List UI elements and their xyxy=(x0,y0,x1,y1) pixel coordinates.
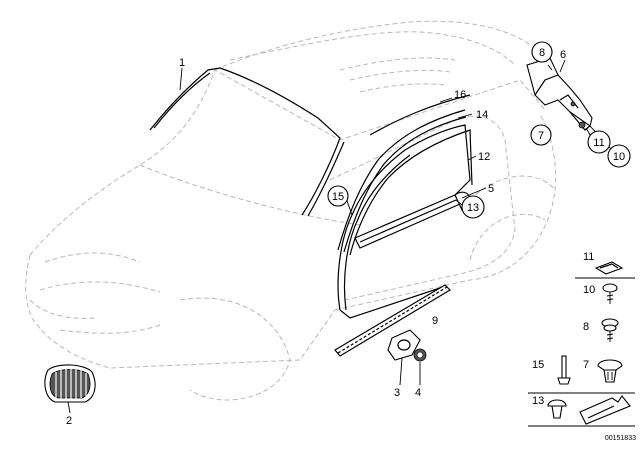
legend-push-clip-icon xyxy=(547,399,567,407)
callout-8: 8 xyxy=(539,47,545,59)
callout-10: 10 xyxy=(613,151,625,163)
part-grommet xyxy=(387,329,427,362)
callout-5: 5 xyxy=(488,183,494,195)
callout-13-circle xyxy=(461,195,485,219)
circled-callouts: 8 7 11 10 15 13 xyxy=(327,41,631,219)
callout-3: 3 xyxy=(394,387,400,399)
callout-labels: 1 2 3 4 5 6 9 12 14 16 xyxy=(66,49,566,427)
callout-4: 4 xyxy=(415,387,421,399)
legend-pin-icon xyxy=(561,355,567,379)
callout-10-circle xyxy=(607,144,631,168)
callout-7: 7 xyxy=(538,130,544,142)
legend-expansion-rivet-icon xyxy=(597,359,623,371)
part-fender-bracket xyxy=(526,57,593,131)
callout-11: 11 xyxy=(593,137,604,149)
legend-screw-icon xyxy=(602,283,618,293)
part-kidney-grille xyxy=(44,364,96,403)
callout-1: 1 xyxy=(179,57,185,69)
legend-label-15: 15 xyxy=(532,359,544,371)
leader-lines xyxy=(67,59,613,414)
legend-label-7: 7 xyxy=(583,359,589,371)
diagram-id: 00151833 xyxy=(605,435,636,442)
callout-9: 9 xyxy=(432,315,438,327)
callout-11-circle xyxy=(587,130,611,154)
fastener-legend: 11 10 8 15 7 13 xyxy=(528,251,635,427)
callout-12: 12 xyxy=(478,151,490,163)
legend-clip-nut-icon xyxy=(594,261,624,275)
callout-2: 2 xyxy=(66,415,72,427)
legend-label-8: 8 xyxy=(583,321,589,333)
legend-label-10: 10 xyxy=(583,284,595,296)
callout-14: 14 xyxy=(476,109,488,121)
part-windshield-trim xyxy=(149,67,345,217)
callout-13: 13 xyxy=(467,202,479,214)
car-body-outline xyxy=(25,20,557,401)
callout-16: 16 xyxy=(454,89,466,101)
legend-label-11: 11 xyxy=(583,251,594,263)
part-rocker-trim xyxy=(334,284,451,357)
legend-label-13: 13 xyxy=(532,395,544,407)
callout-6: 6 xyxy=(560,49,566,61)
callout-8-circle xyxy=(531,41,553,63)
callout-15-circle xyxy=(327,185,349,207)
callout-15: 15 xyxy=(332,191,344,203)
part-door-seals xyxy=(337,94,473,319)
callout-7-circle xyxy=(530,124,552,146)
